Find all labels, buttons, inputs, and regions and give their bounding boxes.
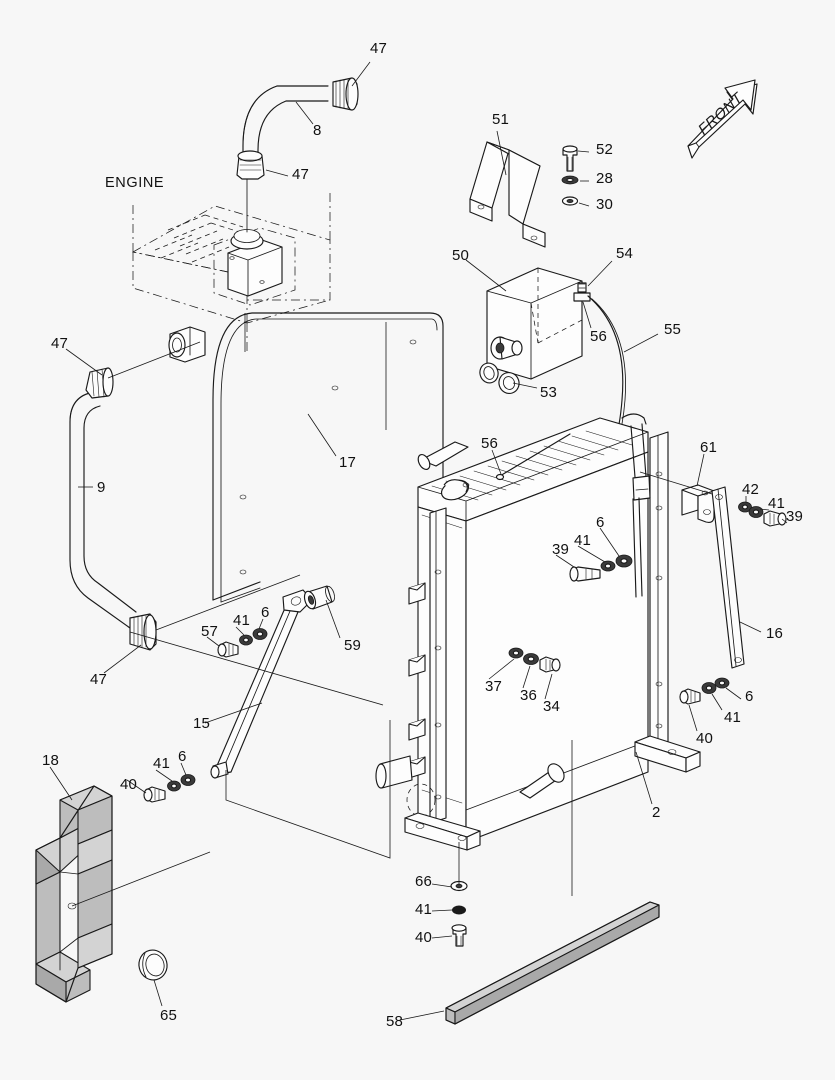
lower-outlet-left bbox=[375, 755, 413, 789]
svg-text:FRONT: FRONT bbox=[696, 88, 745, 139]
tank-outlet bbox=[490, 336, 523, 360]
engine-phantom-outline bbox=[131, 190, 331, 363]
callout-41-f: 41 bbox=[415, 901, 433, 918]
spring-washer-28 bbox=[561, 175, 579, 185]
callout-58: 58 bbox=[386, 1013, 404, 1030]
top-inlet-neck bbox=[420, 441, 469, 467]
o-ring-53 bbox=[479, 362, 520, 395]
callout-6-a: 6 bbox=[596, 514, 605, 531]
hose-clamp-47-top-right bbox=[332, 77, 359, 111]
callout-28: 28 bbox=[596, 170, 614, 187]
callout-56-b: 56 bbox=[481, 435, 499, 452]
callout-56-a: 56 bbox=[590, 328, 608, 345]
lower-outlet-right bbox=[519, 763, 565, 799]
lower-radiator-hose-9 bbox=[69, 367, 157, 651]
right-mounting-foot bbox=[634, 735, 701, 773]
left-side-rail bbox=[406, 507, 447, 824]
callout-37: 37 bbox=[485, 678, 503, 695]
radiator-filler-cap bbox=[440, 479, 470, 501]
grommet-65 bbox=[138, 949, 168, 981]
stay-rod-16 bbox=[711, 486, 745, 669]
callout-6-b: 6 bbox=[261, 604, 270, 621]
callout-41-b: 41 bbox=[768, 495, 786, 512]
engine-outlet-port bbox=[168, 326, 206, 363]
reservoir-bracket-51 bbox=[469, 141, 546, 248]
mounting-block-18 bbox=[35, 785, 113, 1003]
callout-6-d: 6 bbox=[178, 748, 187, 765]
upper-radiator-hose-8 bbox=[236, 77, 359, 233]
clip-56-rod bbox=[499, 433, 571, 477]
callout-8: 8 bbox=[313, 122, 322, 139]
fastener-group-66-41-40 bbox=[450, 880, 468, 947]
callout-18: 18 bbox=[42, 752, 60, 769]
callout-42: 42 bbox=[742, 481, 760, 498]
callout-41-c: 41 bbox=[233, 612, 251, 629]
hose-clamp-54 bbox=[573, 282, 591, 302]
seal-strip-58 bbox=[445, 901, 660, 1025]
bolt-52 bbox=[562, 145, 578, 172]
callout-59: 59 bbox=[344, 637, 362, 654]
fastener-group-57-41-6 bbox=[217, 628, 268, 658]
plain-washer-30 bbox=[561, 196, 579, 206]
stay-bracket-61 bbox=[681, 484, 715, 523]
hose-clamp-47-upper-lower bbox=[236, 150, 265, 180]
callout-41-a: 41 bbox=[574, 532, 592, 549]
callout-47-b: 47 bbox=[292, 166, 310, 183]
callout-57: 57 bbox=[201, 623, 219, 640]
callout-15: 15 bbox=[193, 715, 211, 732]
fan-shroud-panel-17 bbox=[212, 312, 444, 603]
left-mounting-foot bbox=[404, 812, 481, 851]
callout-41-d: 41 bbox=[724, 709, 742, 726]
fastener-group-40-41-6-right bbox=[679, 677, 730, 705]
callout-36: 36 bbox=[520, 687, 538, 704]
callout-41-e: 41 bbox=[153, 755, 171, 772]
upper-hose-stub bbox=[621, 413, 651, 598]
reservoir-tank-50 bbox=[479, 267, 591, 395]
engine-label: ENGINE bbox=[105, 175, 165, 191]
fastener-group-40-41-6-left bbox=[143, 774, 196, 803]
fastener-group-42-41-39-right bbox=[738, 501, 787, 527]
callout-50: 50 bbox=[452, 247, 470, 264]
callout-54: 54 bbox=[616, 245, 634, 262]
callout-55: 55 bbox=[664, 321, 682, 338]
stay-rod-15 bbox=[210, 589, 313, 779]
callout-16: 16 bbox=[766, 625, 784, 642]
callout-40-c: 40 bbox=[415, 929, 433, 946]
callout-47-c: 47 bbox=[51, 335, 69, 352]
fastener-group-39-41-6 bbox=[569, 554, 633, 582]
callout-9: 9 bbox=[97, 479, 106, 496]
leader-lines bbox=[49, 61, 788, 1021]
callout-51: 51 bbox=[492, 111, 510, 128]
fastener-group-37-36-34 bbox=[508, 647, 561, 673]
callout-17: 17 bbox=[339, 454, 357, 471]
callout-52: 52 bbox=[596, 141, 614, 158]
callout-47-a: 47 bbox=[370, 40, 388, 57]
callout-65: 65 bbox=[160, 1007, 178, 1024]
radiator-assembly-2 bbox=[375, 413, 701, 851]
callout-39-a: 39 bbox=[552, 541, 570, 558]
front-arrow-icon: FRONT bbox=[687, 79, 758, 159]
hose-clamp-47-left-bottom bbox=[129, 613, 157, 651]
callout-47-d: 47 bbox=[90, 671, 108, 688]
hose-clamp-47-left-top bbox=[85, 367, 114, 399]
callout-40-a: 40 bbox=[696, 730, 714, 747]
callout-39-b: 39 bbox=[786, 508, 804, 525]
callout-66: 66 bbox=[415, 873, 433, 890]
callout-6-c: 6 bbox=[745, 688, 754, 705]
callout-40-b: 40 bbox=[120, 776, 138, 793]
callout-53: 53 bbox=[540, 384, 558, 401]
callout-2: 2 bbox=[652, 804, 661, 821]
callout-30: 30 bbox=[596, 196, 614, 213]
callout-61: 61 bbox=[700, 439, 718, 456]
bushing-59 bbox=[303, 585, 335, 610]
callout-34: 34 bbox=[543, 698, 561, 715]
